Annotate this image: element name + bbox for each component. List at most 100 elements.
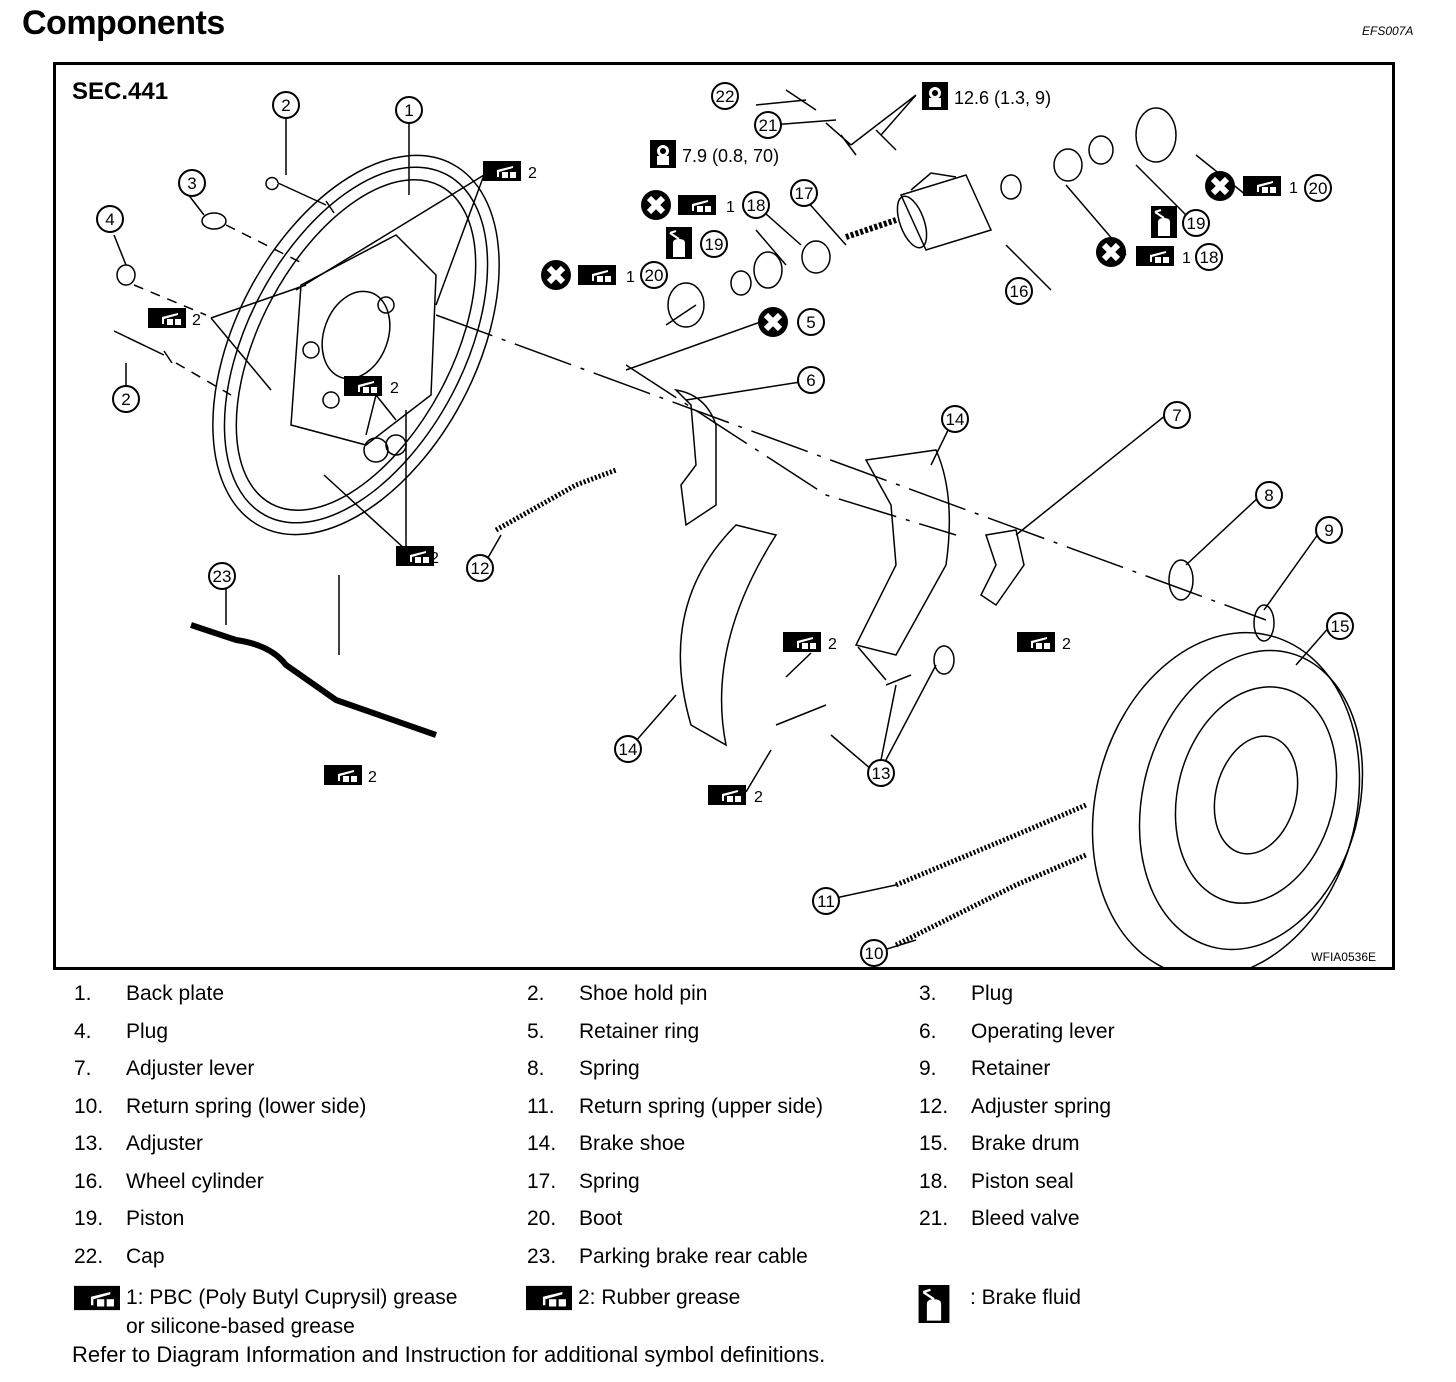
legend-item-label: Plug [126,1019,169,1043]
svg-text:19: 19 [705,235,724,254]
svg-text:2: 2 [281,96,290,115]
legend-item-label: Operating lever [971,1019,1115,1043]
callout-20: 20 [640,261,668,289]
callout-15: 15 [1326,612,1354,640]
svg-text:1: 1 [1182,250,1191,267]
svg-text:16: 16 [1010,282,1029,301]
diagram-drawing: SEC.441 WFIA0536E [72,78,1376,967]
callout-13: 13 [867,759,895,787]
legend-item-label: Plug [971,982,1014,1005]
svg-text:2: 2 [754,789,763,806]
svg-text:2: 2 [828,636,837,653]
svg-text:2: 2 [1062,636,1071,653]
svg-text:5: 5 [806,313,815,332]
legend-item-label: Piston [126,1207,185,1230]
replace-x-icon [541,260,571,290]
svg-text:11: 11 [817,892,835,911]
legend-item-number: 4. [74,1019,92,1043]
legend-item-number: 13. [74,1132,104,1155]
legend-item-label: Return spring (lower side) [126,1094,367,1118]
callout-19: 19 [700,230,728,258]
legend-item-label: Bleed valve [971,1207,1080,1230]
callout-12: 12 [466,554,494,582]
svg-text:22: 22 [716,87,735,106]
callout-7: 7 [1163,401,1191,429]
svg-text:2: 2 [121,390,130,409]
drawing-lines [113,89,1364,967]
svg-text:18: 18 [1200,248,1219,267]
legend-item-label: Shoe hold pin [579,982,708,1005]
section-label: SEC.441 [72,78,168,105]
svg-text:17: 17 [795,184,814,203]
brake-fluid-icon [918,1285,950,1323]
legend-item-label: Brake drum [971,1132,1080,1155]
svg-text:7.9 (0.8, 70): 7.9 (0.8, 70) [682,146,779,166]
replace-x-icon [641,190,671,220]
svg-text:1: 1 [1289,180,1298,197]
legend-item-number: 10. [74,1094,104,1118]
callout-14: 14 [941,405,969,433]
callout-18b: 18 [1195,243,1223,271]
svg-text:6: 6 [806,371,815,390]
torque-wrench-icon [922,82,948,110]
callout-14b: 14 [614,735,642,763]
legend-item-number: 9. [919,1057,937,1080]
legend-item-number: 12. [919,1094,949,1118]
svg-text:21: 21 [759,116,778,135]
svg-text:14: 14 [946,410,965,429]
svg-text:12: 12 [471,559,490,578]
svg-text:8: 8 [1264,486,1273,505]
legend-item-number: 22. [74,1244,104,1268]
svg-text:2: 2 [192,312,201,329]
svg-text:2: 2 [390,380,399,397]
torque-spec-bleed-valve: 12.6 (1.3, 9) [922,82,1051,110]
svg-text:1: 1 [404,101,413,120]
reference-note: Refer to Diagram Information and Instruc… [72,1342,826,1367]
svg-text:13: 13 [872,764,891,783]
legend-item-number: 1. [74,982,92,1005]
legend-item-number: 3. [919,982,937,1005]
legend-item-number: 8. [527,1057,545,1080]
callout-19b: 19 [1182,209,1210,237]
legend-item-label: Piston seal [971,1169,1074,1193]
legend-item-label: Adjuster [126,1132,204,1155]
svg-text:2: 2 [430,550,439,567]
grease-gun-icon [74,1285,120,1311]
legend-item-number: 11. [527,1094,555,1118]
legend-item-label: Retainer ring [579,1019,700,1043]
replace-x-icon [758,307,788,337]
legend-item-label: Spring [579,1169,640,1193]
callout-3: 3 [178,169,206,197]
callout-18: 18 [742,191,770,219]
svg-text:1: 1 [626,269,635,286]
svg-text:4: 4 [105,210,114,229]
torque-wrench-icon [650,140,676,168]
document-id: EFS007A [1362,24,1414,38]
exploded-diagram: SEC.441 WFIA0536E [53,62,1395,970]
back-plate-drawing [212,154,500,536]
svg-text:12.6 (1.3, 9): 12.6 (1.3, 9) [954,88,1051,108]
replace-x-icon [1096,237,1126,267]
svg-text:14: 14 [619,740,638,759]
legend-item-number: 5. [527,1019,545,1043]
svg-text:15: 15 [1331,617,1350,636]
legend-item-number: 19. [74,1207,104,1230]
callout-4: 4 [96,205,124,233]
callout-16: 16 [1005,277,1033,305]
replace-symbols [541,171,1235,337]
legend-item-label: Brake shoe [579,1132,686,1155]
callout-17: 17 [790,179,818,207]
callout-1: 1 [395,96,423,124]
svg-text:10: 10 [865,944,884,963]
legend-item-number: 17. [527,1169,557,1193]
callout-2b: 2 [112,385,140,413]
legend-item-number: 14. [527,1132,557,1155]
legend-item-number: 21. [919,1207,949,1230]
callout-8: 8 [1255,481,1283,509]
svg-text:20: 20 [645,266,664,285]
callout-21: 21 [754,111,782,139]
legend-item-label: Adjuster lever [126,1057,255,1080]
legend-item-label: Boot [579,1207,623,1230]
grease-symbols: 1 1 1 1 2 2 2 2 2 2 2 2 [148,161,1298,806]
svg-text:1: 1 [726,199,735,216]
